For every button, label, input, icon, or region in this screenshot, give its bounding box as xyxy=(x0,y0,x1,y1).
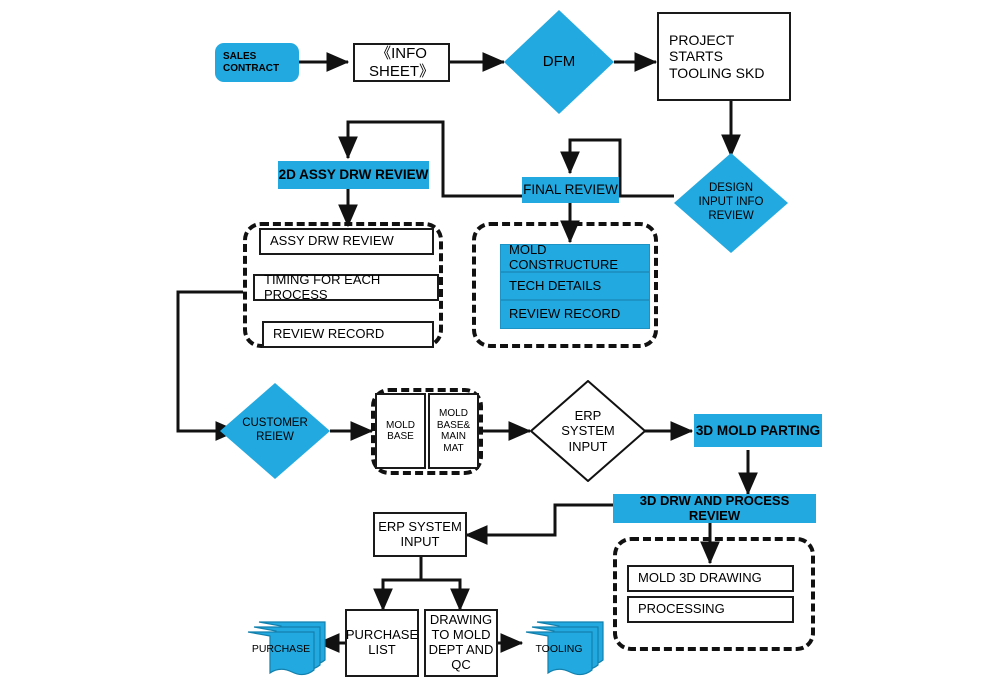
wire-erp-box-to-drawing-dept xyxy=(421,578,470,612)
mold-3d-dashed-group xyxy=(613,537,815,651)
tooling-document-node[interactable]: TOOLING xyxy=(521,620,607,676)
assy-drw-review-node[interactable]: ASSY DRW REVIEW xyxy=(259,228,434,255)
final-review-node[interactable]: FINAL REVIEW xyxy=(522,177,619,203)
3d-drw-and-process-review-node[interactable]: 3D DRW AND PROCESS REVIEW xyxy=(613,493,816,523)
review-record-left-node[interactable]: REVIEW RECORD xyxy=(262,321,434,348)
purchase-document-label: PURCHASE xyxy=(251,643,311,655)
design-input-info-review-node[interactable]: DESIGN INPUT INFO REVIEW xyxy=(674,153,788,253)
customer-review-node[interactable]: CUSTOMER REIEW xyxy=(220,383,330,479)
timing-for-each-process-node[interactable]: TIMING FOR EACH PROCESS xyxy=(253,272,439,301)
customer-review-label: CUSTOMER REIEW xyxy=(242,417,308,443)
info-sheet-node[interactable]: 《INFO SHEET》 xyxy=(353,43,450,82)
dfm-label: DFM xyxy=(542,53,576,70)
drawing-to-mold-dept-node[interactable]: DRAWING TO MOLD DEPT AND QC xyxy=(424,609,498,677)
processing-node[interactable]: PROCESSING xyxy=(627,596,794,623)
erp-system-input-diamond-label: ERP SYSTEM INPUT xyxy=(561,407,615,454)
wire-erp-box-to-purchase-list xyxy=(373,578,421,612)
3d-mold-parting-node[interactable]: 3D MOLD PARTING xyxy=(694,414,822,447)
project-starts-node[interactable]: PROJECT STARTS TOOLING SKD xyxy=(657,12,791,101)
mold-base-main-mat-node[interactable]: MOLD BASE& MAIN MAT xyxy=(428,393,479,469)
purchase-list-node[interactable]: PURCHASE LIST xyxy=(345,609,419,677)
erp-system-input-diamond-node[interactable]: ERP SYSTEM INPUT xyxy=(530,380,646,482)
wire-3d-review-to-erp-box xyxy=(464,503,613,545)
mold-base-node[interactable]: MOLD BASE xyxy=(375,393,426,469)
mold-3d-drawing-node[interactable]: MOLD 3D DRAWING xyxy=(627,565,794,592)
sales-contract-node[interactable]: SALES CONTRACT xyxy=(215,43,299,82)
2d-assy-drw-review-node[interactable]: 2D ASSY DRW REVIEW xyxy=(278,161,429,189)
tech-details-node[interactable]: TECH DETAILS xyxy=(500,272,650,300)
review-record-right-node[interactable]: REVIEW RECORD xyxy=(500,300,650,329)
dfm-node[interactable]: DFM xyxy=(504,10,614,114)
tooling-document-label: TOOLING xyxy=(535,643,583,655)
purchase-document-node[interactable]: PURCHASE xyxy=(243,620,329,676)
mold-constructure-node[interactable]: MOLD CONSTRUCTURE xyxy=(500,242,650,272)
design-input-info-review-label: DESIGN INPUT INFO REVIEW xyxy=(698,182,764,222)
erp-system-input-box-node[interactable]: ERP SYSTEM INPUT xyxy=(373,512,467,557)
